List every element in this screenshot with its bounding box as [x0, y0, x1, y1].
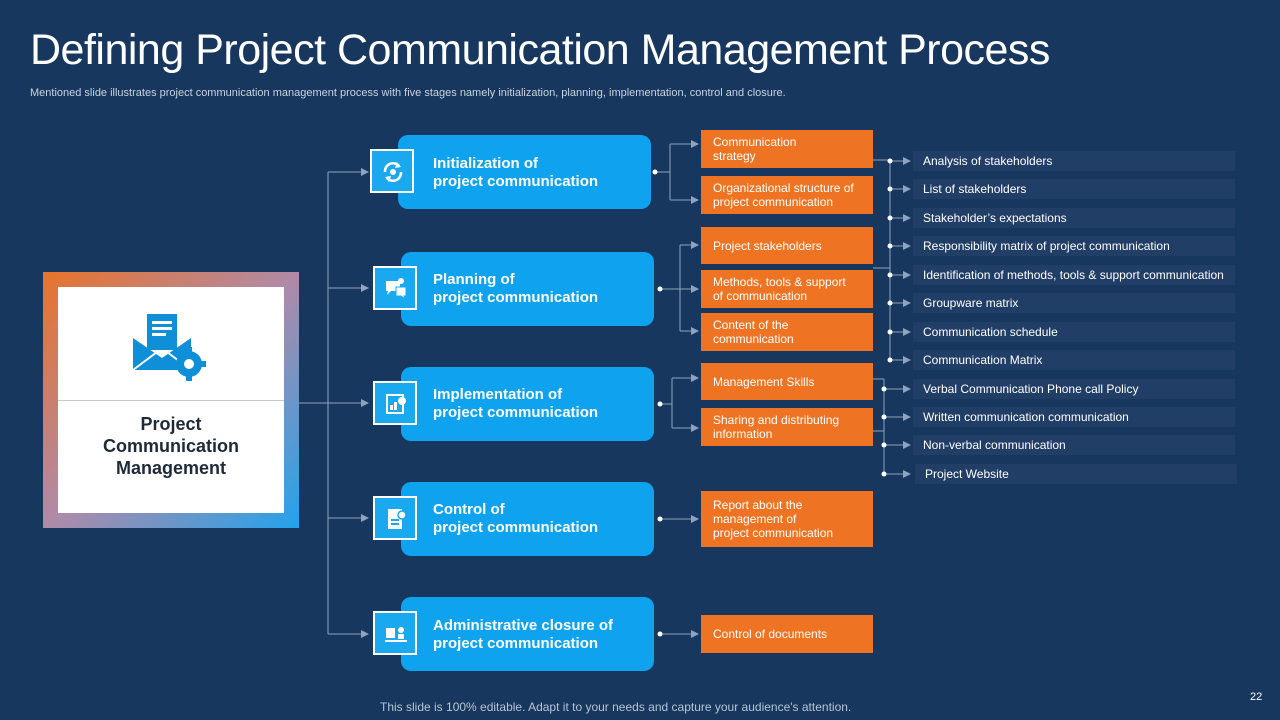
- output-line: Management Skills: [713, 374, 815, 389]
- page-subtitle: Mentioned slide illustrates project comm…: [30, 87, 786, 99]
- detail-item: Project Website: [915, 464, 1237, 484]
- detail-item: Communication schedule: [913, 322, 1235, 342]
- stage-label-line: Initialization of: [433, 155, 538, 172]
- output-line: Sharing and distributing: [713, 413, 840, 427]
- envelope-gear-icon: [129, 312, 211, 387]
- detail-item: Identification of methods, tools & suppo…: [913, 265, 1235, 285]
- output-line: Content of the: [713, 318, 789, 332]
- stage-label-line: project communication: [433, 404, 599, 421]
- output-line: Organizational structure of: [713, 181, 854, 195]
- detail-item: Non-verbal communication: [913, 435, 1235, 455]
- output-management-skills: Management Skills: [701, 363, 873, 400]
- output-project-stakeholders: Project stakeholders: [701, 227, 873, 264]
- stage-planning[interactable]: [401, 252, 654, 326]
- stage-closure-label: Administrative closure of project commun…: [433, 617, 613, 653]
- output-line: management of: [713, 512, 797, 526]
- desk-person-icon: [373, 611, 417, 655]
- detail-item: Written communication communication: [913, 407, 1235, 427]
- stage-label-line: Implementation of: [433, 386, 563, 403]
- stage-label-line: project communication: [433, 173, 599, 190]
- output-line: Methods, tools & support: [713, 275, 846, 289]
- stage-label-line: Planning of: [433, 271, 515, 288]
- chat-bubbles-icon: [373, 266, 417, 310]
- stage-control-label: Control of project communication: [433, 501, 598, 537]
- page-number: 22: [1250, 691, 1263, 703]
- output-line: strategy: [713, 149, 756, 163]
- stage-label-line: project communication: [433, 635, 599, 652]
- stage-label-line: Control of: [433, 501, 505, 518]
- detail-item: Verbal Communication Phone call Policy: [913, 379, 1235, 399]
- page-title: Defining Project Communication Managemen…: [30, 26, 1050, 74]
- stage-label-line: project communication: [433, 289, 599, 306]
- hub-label-line: Communication: [102, 436, 239, 456]
- footer-note: This slide is 100% editable. Adapt it to…: [380, 700, 852, 714]
- stage-planning-label: Planning of project communication: [433, 271, 598, 307]
- stage-control[interactable]: [401, 482, 654, 556]
- stage-label-line: project communication: [433, 519, 599, 536]
- output-line: project communication: [713, 195, 834, 209]
- hub-label-line: Project: [140, 414, 202, 434]
- stage-initialization-label: Initialization of project communication: [433, 155, 598, 191]
- output-line: information: [713, 427, 773, 441]
- stage-closure[interactable]: [401, 597, 654, 671]
- output-control-documents: Control of documents: [701, 615, 873, 653]
- document-settings-icon: [373, 496, 417, 540]
- stage-implementation-label: Implementation of project communication: [433, 386, 598, 422]
- stage-initialization[interactable]: [398, 135, 651, 209]
- detail-item: Communication Matrix: [913, 350, 1235, 370]
- stage-label-line: Administrative closure of: [433, 617, 614, 634]
- output-line: communication: [713, 332, 794, 346]
- chart-report-icon: [373, 381, 417, 425]
- refresh-cycle-icon: [370, 149, 414, 193]
- detail-item: Responsibility matrix of project communi…: [913, 236, 1235, 256]
- hub-label-line: Management: [115, 458, 227, 478]
- stage-implementation[interactable]: [401, 367, 654, 441]
- output-line: of communication: [713, 289, 808, 303]
- output-line: Project stakeholders: [713, 238, 822, 253]
- detail-item: Groupware matrix: [913, 293, 1235, 313]
- output-line: Communication: [713, 135, 797, 149]
- detail-item: List of stakeholders: [913, 179, 1235, 199]
- hub-label: Project Communication Management: [58, 413, 284, 479]
- detail-item: Stakeholder’s expectations: [913, 208, 1235, 228]
- output-line: Control of documents: [713, 627, 828, 641]
- hub-divider: [58, 400, 284, 401]
- detail-item: Analysis of stakeholders: [913, 151, 1235, 171]
- output-line: Report about the: [713, 498, 803, 512]
- output-line: project communication: [713, 526, 834, 540]
